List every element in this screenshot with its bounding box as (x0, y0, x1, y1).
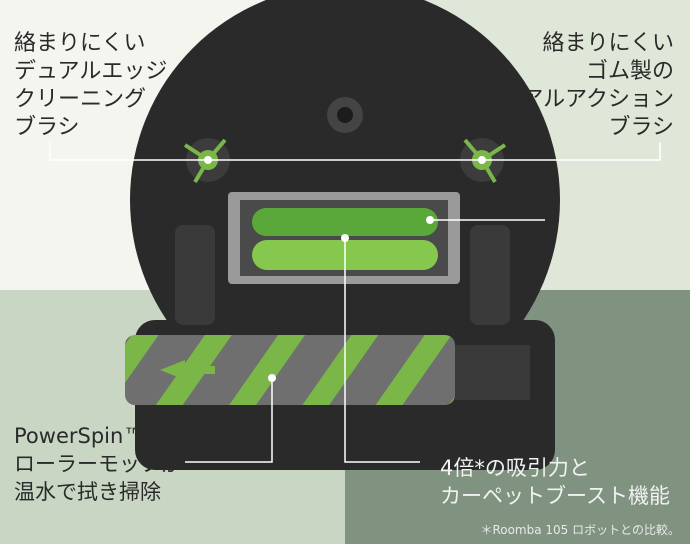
right-wheel (470, 225, 510, 325)
footnote: ＊Roomba 105 ロボットとの比較。 (480, 523, 680, 537)
mop-roller-label: PowerSpin™ ローラーモップが 温水で拭き掃除 (14, 424, 182, 504)
edge-brush-label: 絡まりにくい デュアルエッジ クリーニング ブラシ (14, 31, 168, 140)
callout-lines (49, 142, 661, 463)
arrow-icon (160, 360, 215, 380)
rubber-brush-label: 絡まりにくい ゴム製の デュアルアクション ブラシ (477, 31, 674, 140)
left-wheel (175, 225, 215, 325)
mop-roller (125, 335, 455, 405)
upper-brush-roll (252, 208, 438, 236)
suction-label: 4倍*の吸引力と カーペットブースト機能 (440, 456, 670, 508)
left-edge-brush (183, 138, 230, 184)
